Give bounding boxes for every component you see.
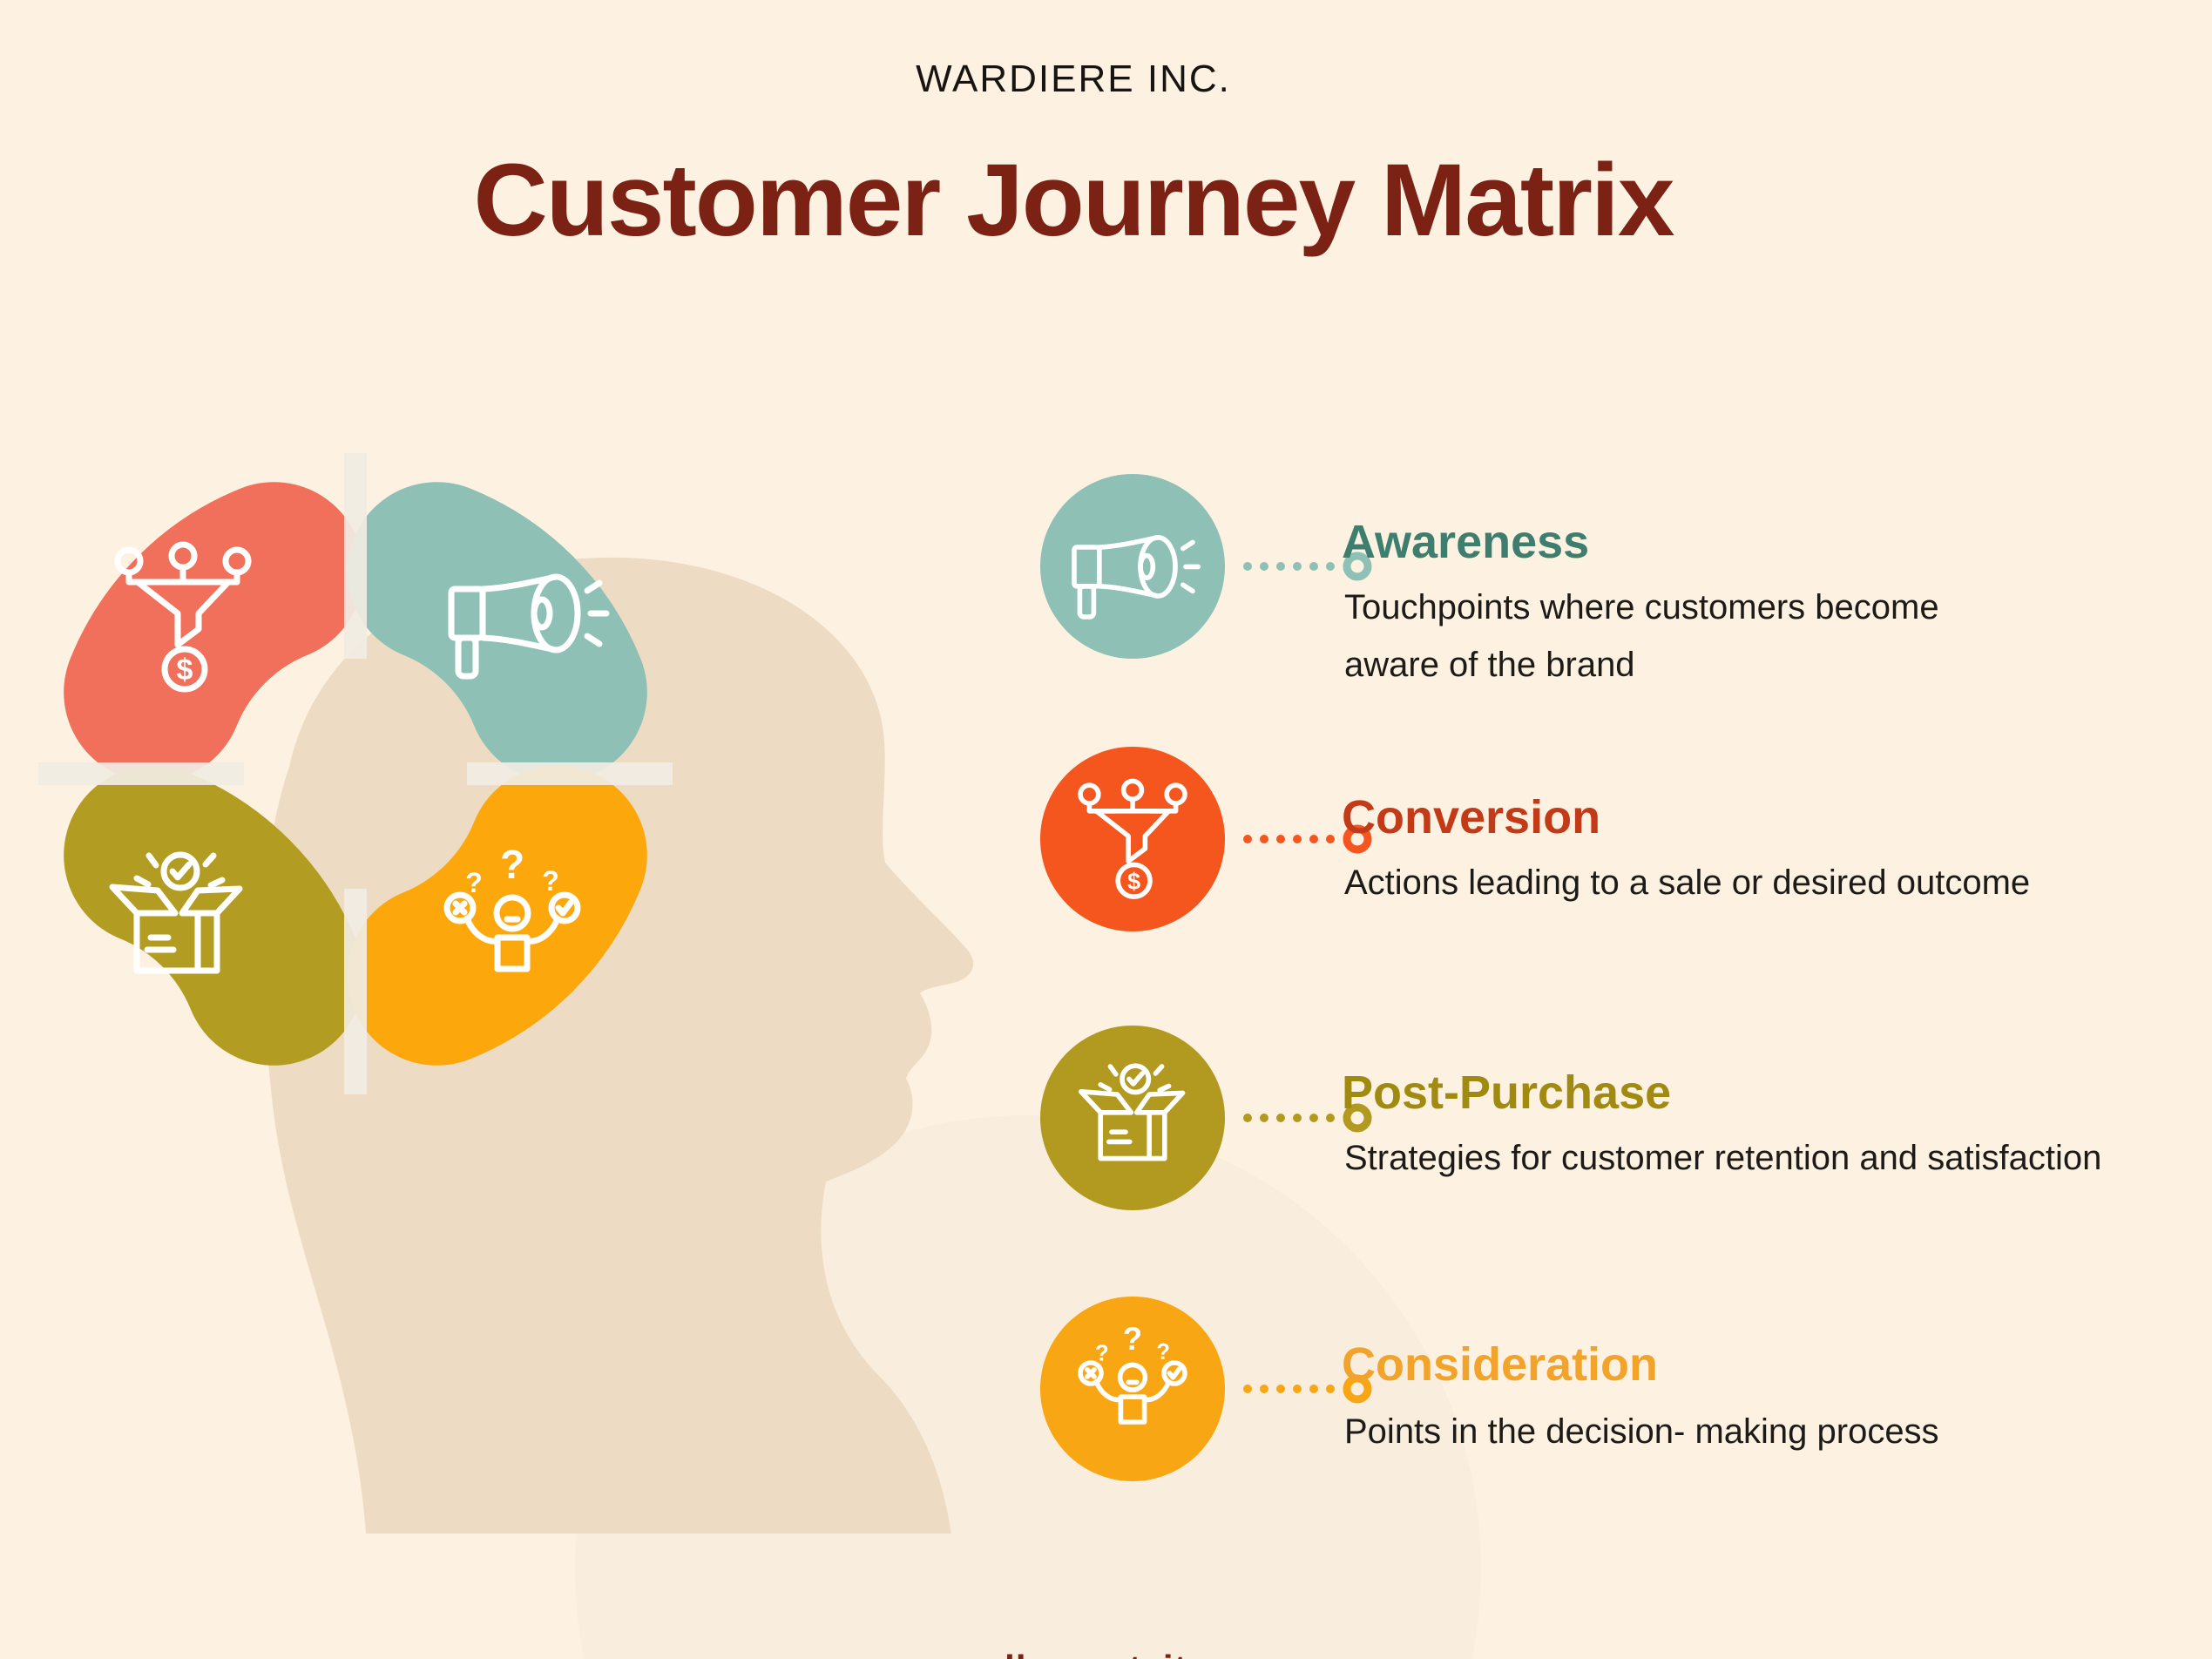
connector-consideration <box>1243 1374 1372 1404</box>
segment-gaps <box>38 453 673 1094</box>
consideration-heading: Consideration <box>1342 1338 1659 1391</box>
company-name: WARDIERE INC. <box>916 58 1231 100</box>
connector-ring <box>1343 824 1372 854</box>
awareness-description: Touchpoints where customers become aware… <box>1344 588 1939 684</box>
awareness-heading: Awareness <box>1342 516 1590 568</box>
page-title: Customer Journey Matrix <box>473 143 1675 258</box>
connector-post-purchase <box>1243 1103 1372 1133</box>
conversion-heading: Conversion <box>1342 791 1601 843</box>
connector-ring <box>1343 1103 1372 1133</box>
consideration-description: Points in the decision- making process <box>1344 1412 1939 1451</box>
connector-ring <box>1343 552 1372 581</box>
awareness-circle <box>1040 474 1225 659</box>
connector-awareness <box>1243 552 1372 581</box>
connector-conversion <box>1243 824 1372 854</box>
post-purchase-description: Strategies for customer retention and sa… <box>1344 1139 2102 1177</box>
post-purchase-heading: Post-Purchase <box>1342 1066 1672 1119</box>
connector-ring <box>1343 1374 1372 1404</box>
conversion-circle <box>1040 747 1225 931</box>
post-purchase-circle <box>1040 1026 1225 1210</box>
awareness-segment <box>347 482 647 782</box>
footer-website-text: www.reallygreatsite.com <box>0 1648 2147 1659</box>
conversion-description: Actions leading to a sale or desired out… <box>1344 863 2031 902</box>
conversion-segment <box>64 482 364 782</box>
head-silhouette <box>263 557 974 1534</box>
